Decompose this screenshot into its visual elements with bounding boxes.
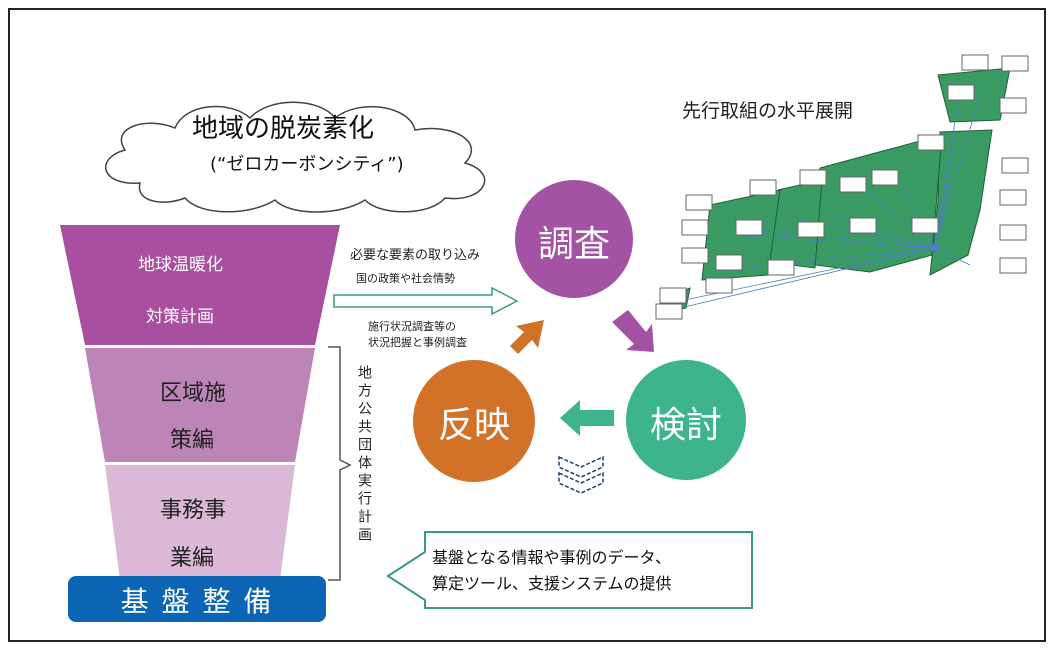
bracket-icon bbox=[328, 346, 352, 581]
reflect-label: 反映 bbox=[437, 405, 510, 446]
support-line2: 算定ツール、支援システムの提供 bbox=[432, 574, 672, 593]
support-arrow-box bbox=[386, 531, 753, 609]
dashed-chevron-icon bbox=[558, 455, 604, 494]
survey-to-review-arrow-icon bbox=[612, 310, 654, 352]
funnel-level-national bbox=[60, 225, 340, 345]
cloud-title: 地域の脱炭素化 bbox=[192, 114, 375, 144]
cloud-shape bbox=[105, 101, 486, 213]
funnel-level1-line2: 対策計画 bbox=[146, 307, 214, 327]
base-bar bbox=[68, 576, 326, 622]
map-title: 先行取組の水平展開 bbox=[682, 100, 854, 122]
base-bar-label: 基 盤 整 備 bbox=[120, 585, 274, 618]
funnel-level-office bbox=[105, 465, 295, 580]
inflow-line3: 施行状況調査等の bbox=[368, 320, 456, 333]
funnel-shape bbox=[60, 225, 340, 580]
reflect-circle bbox=[413, 360, 535, 482]
survey-label: 調査 bbox=[537, 224, 610, 265]
inflow-line2: 国の政策や社会情勢 bbox=[356, 272, 455, 285]
cloud-subtitle: (“ゼロカーボンシティ”) bbox=[210, 154, 404, 175]
review-to-reflect-arrow-icon bbox=[560, 400, 614, 436]
inflow-arrow-icon bbox=[333, 286, 519, 316]
review-circle bbox=[626, 360, 746, 480]
funnel-level2-line1: 区域施 bbox=[160, 381, 227, 406]
funnel-level3-line1: 事務事 bbox=[160, 498, 227, 523]
funnel-level-regional bbox=[85, 348, 315, 462]
funnel-level3-line2: 業編 bbox=[170, 546, 215, 571]
reflect-to-survey-arrow-icon bbox=[510, 320, 544, 354]
inflow-line1: 必要な要素の取り込み bbox=[350, 248, 481, 263]
inflow-line4: 状況把握と事例調査 bbox=[368, 336, 467, 349]
diagram-frame: 地域の脱炭素化 (“ゼロカーボンシティ”) 地球温暖化 対策計画 区域施 策編 … bbox=[8, 8, 1046, 642]
funnel-level1-line1: 地球温暖化 bbox=[138, 255, 223, 275]
bracket-label: 地方公共団体実行計画 bbox=[356, 365, 372, 545]
review-label: 検討 bbox=[649, 405, 722, 446]
survey-circle bbox=[515, 180, 633, 298]
support-line1: 基盤となる情報や事例のデータ、 bbox=[432, 548, 672, 567]
japan-map bbox=[655, 54, 1029, 320]
funnel-level2-line2: 策編 bbox=[170, 428, 215, 453]
